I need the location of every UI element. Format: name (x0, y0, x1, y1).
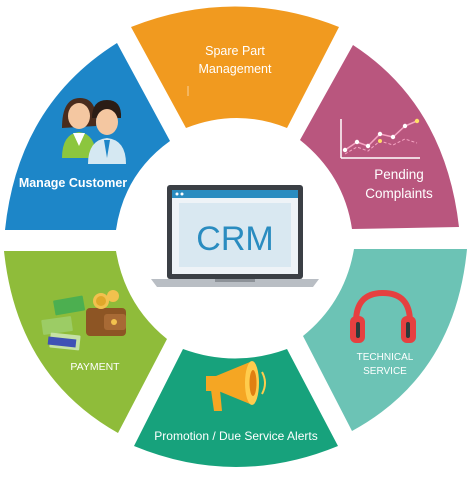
segment-promotion-alerts (134, 349, 338, 467)
segment-technical-service (303, 249, 467, 431)
laptop-icon (151, 185, 319, 287)
label-technical-line1: TECHNICAL (357, 352, 414, 363)
center-crm-label: CRM (196, 220, 273, 258)
segment-spare-part-management (131, 6, 339, 128)
people-icon (62, 98, 126, 164)
label-spare-part-line1: Spare Part (205, 44, 265, 58)
segment-pending-complaints (300, 45, 459, 229)
megaphone-icon (206, 361, 266, 411)
line-chart-icon (340, 118, 420, 159)
label-pending-line1: Pending (374, 167, 424, 182)
label-spare-part-line2: Management (199, 62, 272, 76)
segment-payment (4, 251, 167, 433)
money-wallet-icon (41, 290, 126, 351)
label-technical-line2: SERVICE (363, 366, 407, 377)
label-payment: PAYMENT (70, 361, 120, 373)
headphones-icon (350, 289, 416, 343)
label-pending-line2: Complaints (365, 186, 433, 201)
label-manage-customer: Manage Customer (19, 176, 127, 190)
label-promotion: Promotion / Due Service Alerts (154, 429, 317, 443)
